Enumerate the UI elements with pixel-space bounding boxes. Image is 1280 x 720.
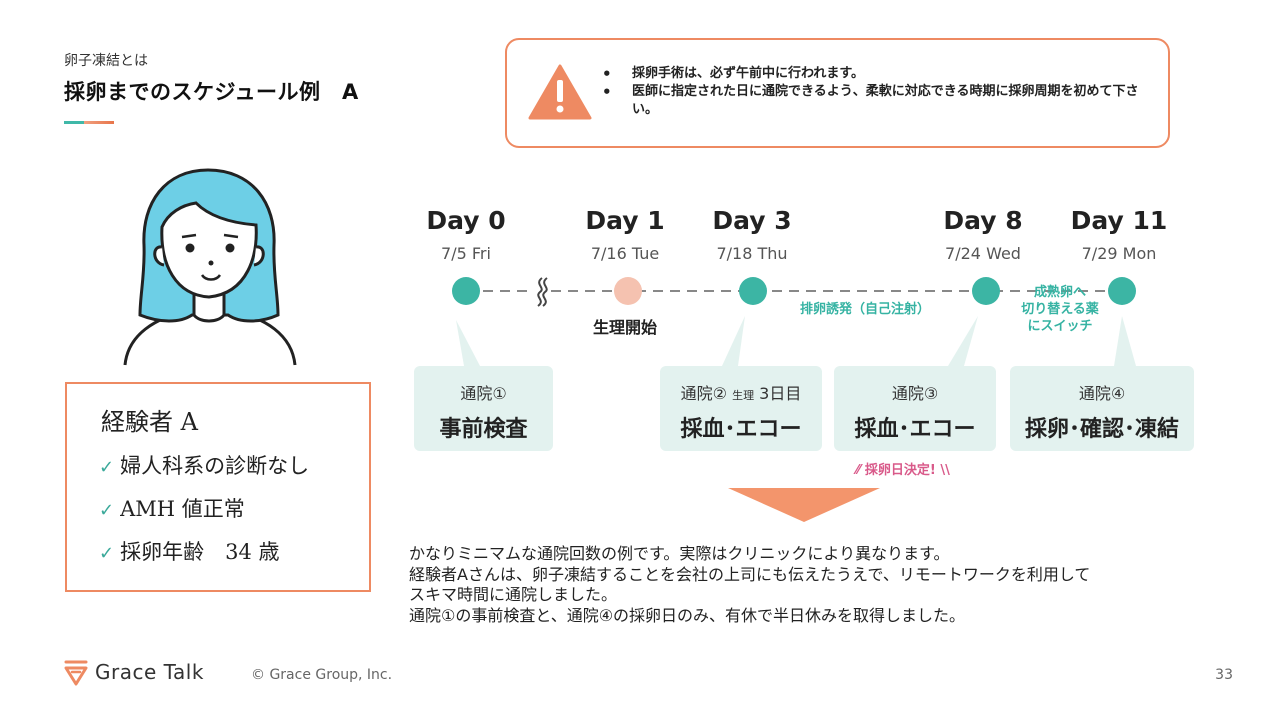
brand-logo-text: Grace Talk [95, 660, 204, 684]
visit-card: 通院④ 採卵･確認･凍結 [1010, 366, 1194, 451]
alert-bullet: 採卵手術は、必ず午前中に行われます。 [602, 65, 1152, 83]
copyright: © Grace Group, Inc. [251, 667, 393, 683]
profile-card [65, 382, 371, 592]
grace-talk-logo-icon [64, 660, 88, 686]
woman-avatar-illustration [123, 168, 297, 366]
timeline-date: 7/16 Tue [590, 244, 660, 263]
timeline-dot [1108, 277, 1136, 305]
timeline-dot [972, 277, 1000, 305]
timeline-dot [452, 277, 480, 305]
timeline-date: 7/29 Mon [1081, 244, 1157, 263]
check-icon: ✓ [99, 457, 115, 478]
timeline-day: Day 3 [712, 206, 792, 235]
timeline-day: Day 1 [585, 206, 665, 235]
sparkle-icon: \\ [940, 463, 950, 478]
sparkle-icon: ⁄⁄ [856, 463, 861, 478]
trigger-label: 排卵誘発（自己注射） [800, 302, 931, 317]
page-number: 33 [1215, 667, 1233, 683]
timeline-date: 7/24 Wed [945, 244, 1021, 263]
timeline-date: 7/5 Fri [441, 244, 491, 263]
down-arrow-icon [728, 488, 880, 522]
profile-item: ✓AMH 値正常 [99, 497, 245, 521]
timeline-dot [739, 277, 767, 305]
warning-icon [528, 64, 592, 120]
check-icon: ✓ [99, 543, 115, 564]
section-subtitle: 卵子凍結とは [64, 53, 148, 69]
timeline-dot [614, 277, 642, 305]
profile-item: ✓婦人科系の診断なし [99, 454, 310, 478]
retrieval-decided-note: ⁄⁄ 採卵日決定! \\ [856, 463, 950, 478]
visit-card: 通院① 事前検査 [414, 366, 553, 451]
timeline-graphic [452, 276, 1136, 366]
timeline-date: 7/18 Thu [716, 244, 788, 263]
alert-list: 採卵手術は、必ず午前中に行われます。 医師に指定された日に通院できるよう、柔軟に… [602, 65, 1152, 119]
timeline-day: Day 0 [426, 206, 506, 235]
visit-card: 通院③ 採血･エコー [834, 366, 996, 451]
body-paragraph: かなりミニマムな通院回数の例です。実際はクリニックにより異なります。 経験者Aさ… [409, 544, 1091, 625]
timeline-day: Day 11 [1070, 206, 1168, 235]
profile-name: 経験者 A [101, 408, 198, 436]
page-title: 採卵までのスケジュール例 A [64, 80, 359, 104]
timeline-day: Day 8 [943, 206, 1023, 235]
menstruation-label: 生理開始 [593, 318, 658, 337]
switch-label: 成熟卵へ 切り替える薬 にスイッチ [1021, 285, 1099, 334]
alert-bullet: 医師に指定された日に通院できるよう、柔軟に対応できる時期に採卵周期を初めて下さい… [602, 83, 1152, 119]
check-icon: ✓ [99, 500, 115, 521]
profile-item: ✓採卵年齢 34 歳 [99, 540, 280, 564]
visit-card: 通院② 生理 3日目 採血･エコー [660, 366, 822, 451]
title-underline [64, 121, 114, 124]
